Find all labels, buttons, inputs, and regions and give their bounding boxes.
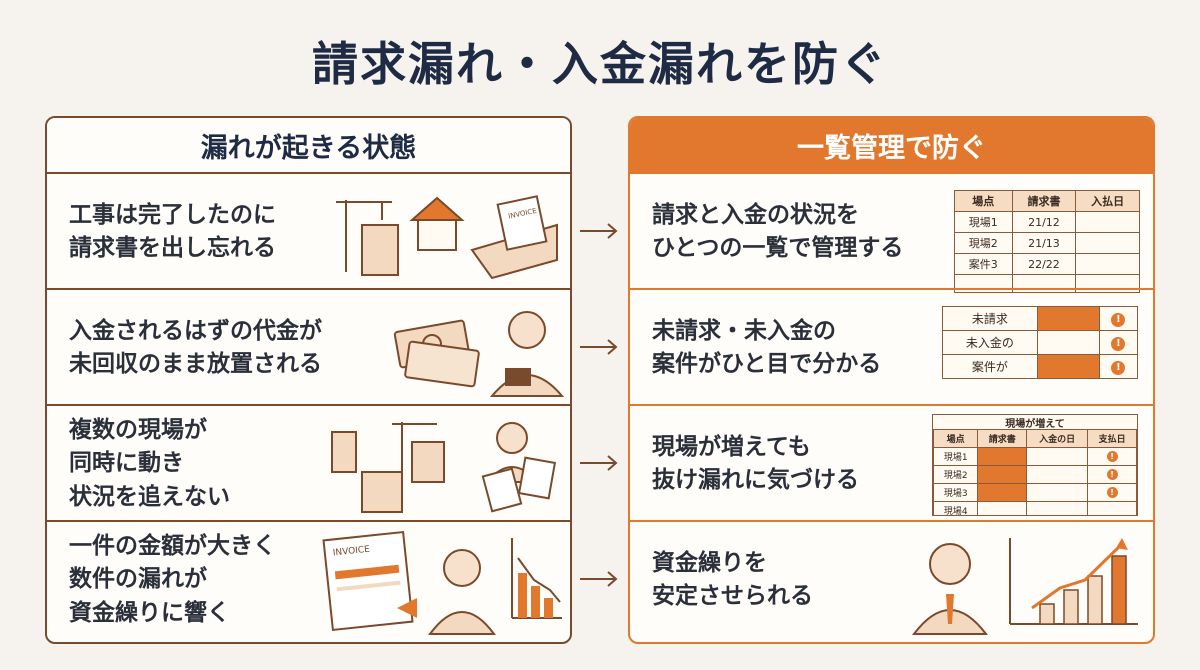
invoice-paper-icon: INVOICE	[496, 195, 548, 251]
warning-icon: !	[1111, 336, 1126, 351]
problem-row-1: 工事は完了したのに 請求書を出し忘れる INVOICE	[47, 172, 570, 290]
table-row: 現場4	[933, 501, 1137, 515]
banknote-icon	[393, 319, 480, 388]
problem-panel-header: 漏れが起きる状態	[47, 118, 570, 174]
solution-text-4: 資金繰りを 安定させられる	[652, 549, 813, 609]
table-row: 現場3!	[933, 483, 1137, 502]
problem-text-1: 工事は完了したのに 請求書を出し忘れる	[69, 201, 276, 261]
worried-person-icon	[489, 311, 565, 397]
warning-icon: !	[1106, 469, 1118, 480]
problem-row-2: 入金されるはずの代金が 未回収のまま放置される	[47, 288, 570, 406]
multiple-sites-illustration	[331, 422, 557, 513]
crane-icon	[392, 422, 437, 472]
building-icon-2	[411, 441, 445, 483]
warning-icon: !	[1106, 487, 1118, 498]
arrow-right-icon	[580, 223, 618, 239]
solution-row-4: 資金繰りを 安定させられる	[630, 520, 1153, 638]
stressed-person-icon	[428, 549, 496, 635]
scattered-papers-icon	[481, 456, 557, 513]
stable-finance-illustration	[911, 538, 1138, 635]
unpaid-money-illustration	[393, 311, 565, 397]
solution-text-2: 未請求・未入金の 案件がひと目で分かる	[652, 317, 882, 377]
table-row: 未請求!	[942, 306, 1139, 331]
building-icon-3	[361, 471, 403, 513]
invoice-document-icon: INVOICE	[322, 530, 414, 632]
table-row: 現場1!	[933, 447, 1137, 466]
pointer-arrow-icon	[397, 598, 417, 618]
warning-icon: !	[1111, 312, 1126, 327]
solution-row-3: 現場が増えても 抜け漏れに気づける 現場が増えて 場点 請求書 入金の日 支払日…	[630, 404, 1153, 522]
declining-chart-icon	[511, 538, 562, 619]
table-row: 現場2!	[933, 465, 1137, 484]
house-icon	[409, 196, 465, 251]
warning-icon: !	[1106, 451, 1118, 462]
building-icon	[331, 431, 357, 473]
arrow-right-icon	[580, 455, 618, 471]
warning-icon: !	[1111, 360, 1126, 375]
large-invoice-illustration: INVOICE	[322, 530, 562, 635]
page-title: 請求漏れ・入金漏れを防ぐ	[312, 37, 888, 91]
building-icon	[361, 224, 399, 276]
rising-chart-icon	[1009, 538, 1138, 625]
problem-row-3: 複数の現場が 同時に動き 状況を追えない	[47, 404, 570, 522]
arrow-right-icon	[580, 571, 618, 587]
smiling-businessman-icon	[911, 543, 989, 635]
table-row: 未入金の!	[942, 330, 1139, 355]
solution-text-3: 現場が増えても 抜け漏れに気づける	[652, 433, 859, 493]
table-row: 案件が!	[942, 354, 1139, 379]
growing-sites-table: 現場が増えて 場点 請求書 入金の日 支払日 現場1! 現場2! 現場3! 現場…	[932, 414, 1138, 516]
solution-panel: 一覧管理で防ぐ 請求と入金の状況を ひとつの一覧で管理する 場点 請求書 入払日…	[628, 116, 1155, 644]
solution-row-2: 未請求・未入金の 案件がひと目で分かる 未請求! 未入金の! 案件が!	[630, 288, 1153, 406]
construction-desk-illustration: INVOICE	[336, 195, 558, 280]
solution-text-1: 請求と入金の状況を ひとつの一覧で管理する	[652, 201, 904, 261]
problem-row-4: 一件の金額が大きく 数件の漏れが 資金繰りに響く INVOICE	[47, 520, 570, 638]
arrow-right-icon	[580, 339, 618, 355]
problem-text-3: 複数の現場が 同時に動き 状況を追えない	[69, 416, 230, 510]
svg-text:INVOICE: INVOICE	[332, 545, 370, 559]
crane-icon	[336, 200, 392, 272]
problem-panel: 漏れが起きる状態 工事は完了したのに 請求書を出し忘れる INVOICE	[45, 116, 572, 644]
problem-text-2: 入金されるはずの代金が 未回収のまま放置される	[69, 317, 322, 377]
problem-text-4: 一件の金額が大きく 数件の漏れが 資金繰りに響く	[69, 532, 276, 626]
solution-panel-header: 一覧管理で防ぐ	[630, 118, 1153, 174]
status-table: 未請求! 未入金の! 案件が!	[942, 306, 1139, 379]
